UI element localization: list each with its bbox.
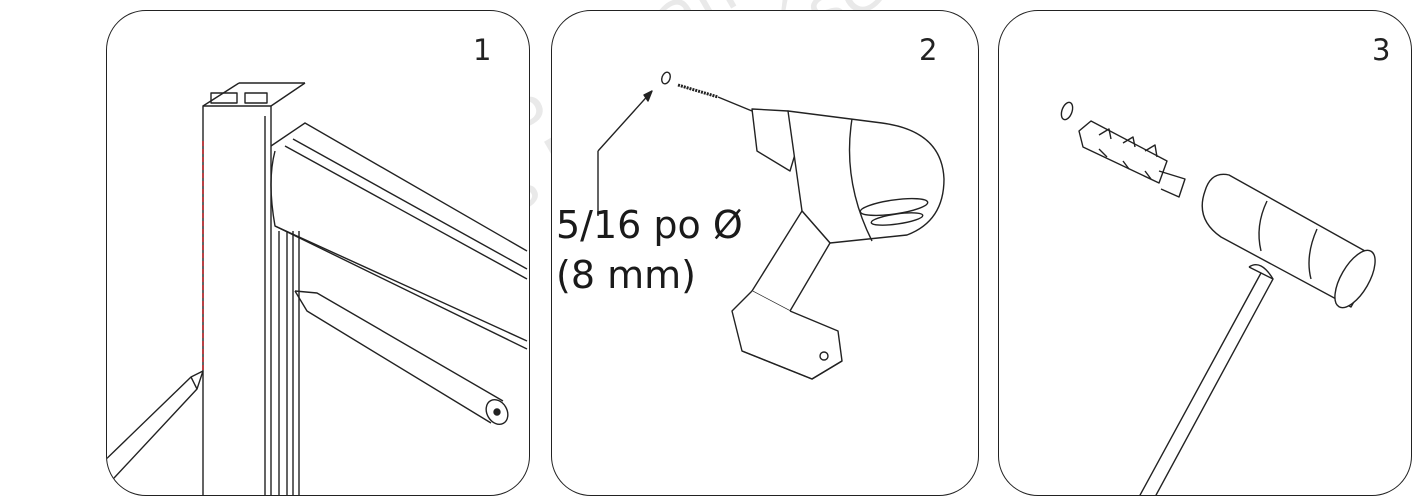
step-1-number: 1: [473, 33, 492, 67]
drill-size-line-2: (8 mm): [556, 253, 696, 297]
hammer-head: [1201, 173, 1376, 309]
step-2-panel: 2: [551, 10, 979, 496]
drill-size-label: 5/16 po Ø (8 mm): [556, 200, 743, 300]
step-1-panel: 1: [106, 10, 530, 496]
frame-pencil-illustration: [107, 82, 528, 495]
wall-hole: [1060, 101, 1074, 121]
drill-hole: [661, 71, 671, 85]
drill-body: [731, 108, 945, 380]
pencil-left: [107, 370, 204, 487]
hammer-handle: [1139, 264, 1274, 495]
drill-size-line-1: 5/16 po Ø: [556, 203, 743, 247]
pencil-right: [294, 290, 509, 426]
wall-anchor: [1078, 120, 1186, 198]
horizontal-rail: [270, 122, 528, 350]
step-2-number: 2: [919, 33, 938, 67]
step-3-panel: 3: [998, 10, 1412, 496]
drill-illustration: [597, 71, 945, 380]
step-3-number: 3: [1372, 33, 1391, 67]
hammer-anchor-illustration: [1060, 101, 1376, 495]
vertical-profile: [202, 82, 306, 495]
